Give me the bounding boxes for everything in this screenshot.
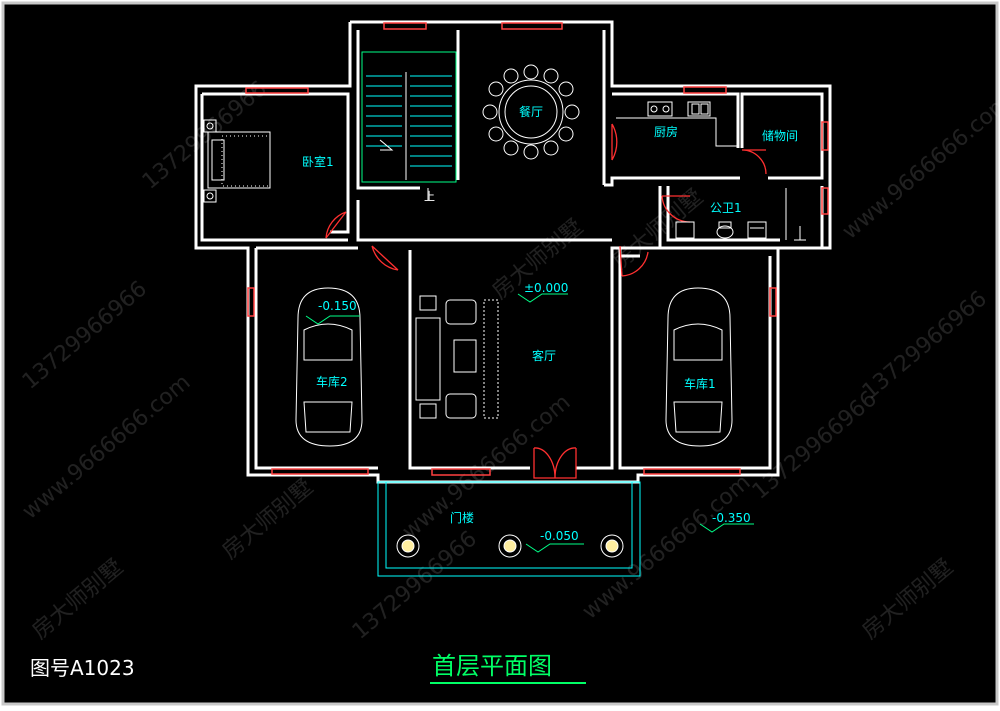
window [769,287,777,317]
room-labels: 卧室1 餐厅 厨房 储物间 公卫1 车库2 客厅 车库1 门楼 [302,104,798,525]
elevation-porch: -0.050 [540,529,579,543]
elevation-outside: -0.350 [712,511,751,525]
window [501,22,563,30]
room-label-storage: 储物间 [762,128,798,143]
room-label-living: 客厅 [532,348,556,363]
elevation-garage-left: -0.150 [318,299,357,313]
window [271,468,369,475]
stair-up-mark: 上 [424,190,435,203]
walls [194,20,832,484]
window [247,287,255,317]
elevation-living: ±0.000 [524,281,568,295]
porch [377,481,641,577]
window [643,468,741,475]
room-label-dining: 餐厅 [519,104,543,119]
window [431,468,491,476]
window [245,87,309,94]
doors [325,123,767,479]
dining-table [482,64,580,160]
window [821,121,829,151]
bathroom-fixtures [675,188,806,241]
drawing-title: 首层平面图 [432,652,552,680]
room-label-kitchen: 厨房 [654,124,678,139]
window [821,187,829,215]
room-label-porch: 门楼 [450,510,474,525]
room-label-garage-right: 车库1 [684,376,716,391]
bed [203,119,271,203]
window [383,22,427,30]
staircase [361,51,457,200]
kitchen-fixtures [616,101,738,147]
window [683,86,727,94]
room-label-bedroom: 卧室1 [302,154,334,169]
elevation-labels: -0.150 ±0.000 -0.050 -0.350 [318,281,751,543]
elevation-markers [305,293,754,553]
living-sofa-set [415,295,499,419]
drawing-number: 图号A1023 [30,656,135,680]
windows [245,22,829,476]
cars [295,287,733,447]
room-label-garage-left: 车库2 [316,374,348,389]
room-label-bathroom: 公卫1 [710,201,742,215]
